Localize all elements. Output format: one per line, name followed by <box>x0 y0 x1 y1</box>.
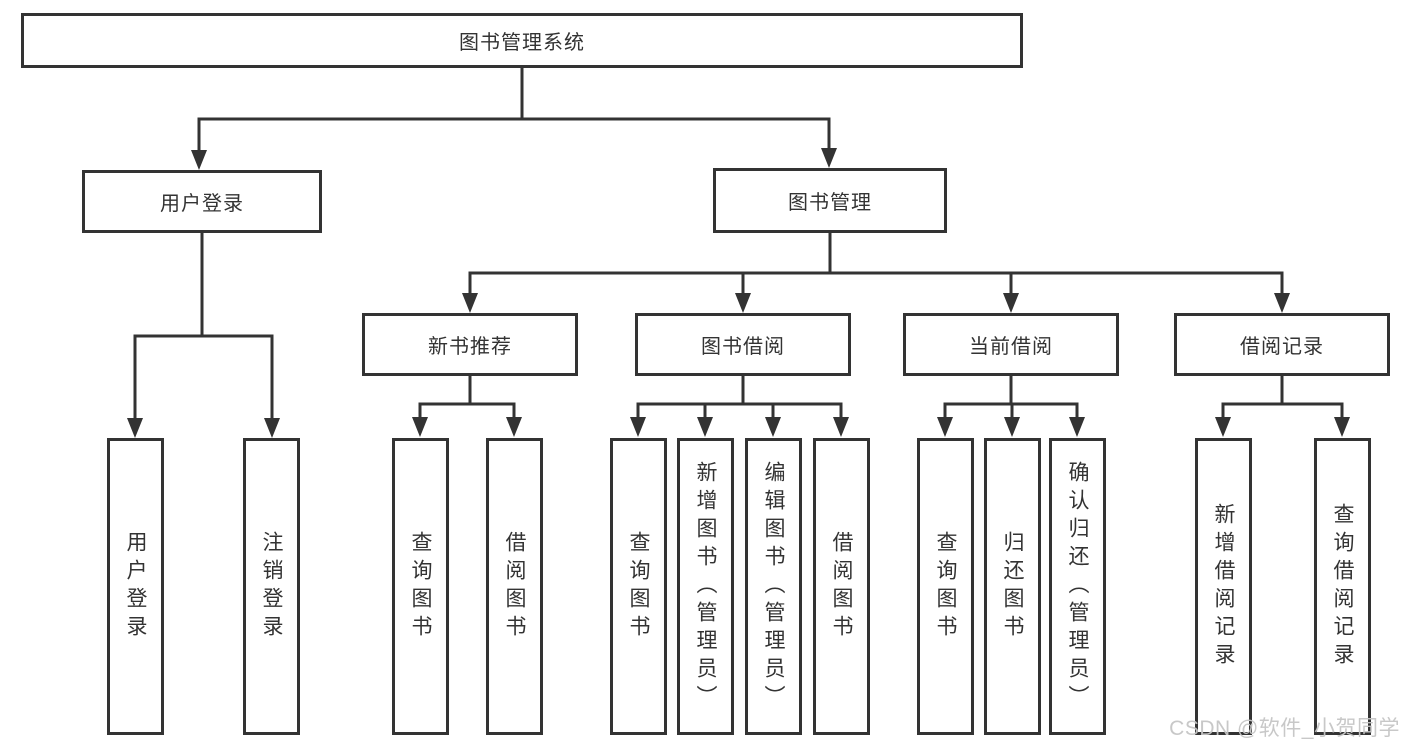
leaf-user-login: 用户登录 <box>107 438 164 735</box>
node-borrow-records: 借阅记录 <box>1174 313 1390 376</box>
leaf-current-confirm-return-admin: 确认归还（管理员） <box>1049 438 1106 735</box>
arrowheads <box>127 148 1350 438</box>
leaf-borrow-borrow-books: 借阅图书 <box>813 438 870 735</box>
leaf-current-query-books-label: 查询图书 <box>934 530 957 643</box>
node-book-management-label: 图书管理 <box>788 192 872 214</box>
leaf-borrow-edit-books-admin: 编辑图书（管理员） <box>745 438 802 735</box>
node-user-login-label: 用户登录 <box>160 193 244 215</box>
leaf-current-return-books-label: 归还图书 <box>1001 530 1024 643</box>
leaf-newbooks-borrow-books: 借阅图书 <box>486 438 543 735</box>
node-book-borrow-label: 图书借阅 <box>701 336 785 358</box>
leaf-records-query-record-label: 查询借阅记录 <box>1331 502 1354 671</box>
leaf-user-login-label: 用户登录 <box>124 530 147 643</box>
node-current-borrow: 当前借阅 <box>903 313 1119 376</box>
leaf-current-query-books: 查询图书 <box>917 438 974 735</box>
node-user-login: 用户登录 <box>82 170 322 233</box>
node-current-borrow-label: 当前借阅 <box>969 336 1053 358</box>
leaf-logout: 注销登录 <box>243 438 300 735</box>
leaf-records-add-record: 新增借阅记录 <box>1195 438 1252 735</box>
node-book-management: 图书管理 <box>713 168 947 233</box>
leaf-records-add-record-label: 新增借阅记录 <box>1212 502 1235 671</box>
leaf-borrow-add-books-admin-label: 新增图书（管理员） <box>694 460 717 713</box>
node-new-book-recommend: 新书推荐 <box>362 313 578 376</box>
leaf-newbooks-query-books-label: 查询图书 <box>409 530 432 643</box>
leaf-newbooks-query-books: 查询图书 <box>392 438 449 735</box>
leaf-borrow-borrow-books-label: 借阅图书 <box>830 530 853 643</box>
leaf-current-return-books: 归还图书 <box>984 438 1041 735</box>
leaf-current-confirm-return-admin-label: 确认归还（管理员） <box>1066 460 1089 713</box>
node-root-label: 图书管理系统 <box>459 32 585 54</box>
csdn-watermark: CSDN @软件_小贺同学 <box>1169 717 1400 740</box>
leaf-records-query-record: 查询借阅记录 <box>1314 438 1371 735</box>
node-book-borrow: 图书借阅 <box>635 313 851 376</box>
leaf-borrow-add-books-admin: 新增图书（管理员） <box>677 438 734 735</box>
leaf-borrow-edit-books-admin-label: 编辑图书（管理员） <box>762 460 785 713</box>
node-root-system: 图书管理系统 <box>21 13 1023 68</box>
node-new-book-recommend-label: 新书推荐 <box>428 336 512 358</box>
leaf-borrow-query-books-label: 查询图书 <box>627 530 650 643</box>
leaf-logout-label: 注销登录 <box>260 530 283 643</box>
leaf-newbooks-borrow-books-label: 借阅图书 <box>503 530 526 643</box>
leaf-borrow-query-books: 查询图书 <box>610 438 667 735</box>
node-borrow-records-label: 借阅记录 <box>1240 336 1324 358</box>
